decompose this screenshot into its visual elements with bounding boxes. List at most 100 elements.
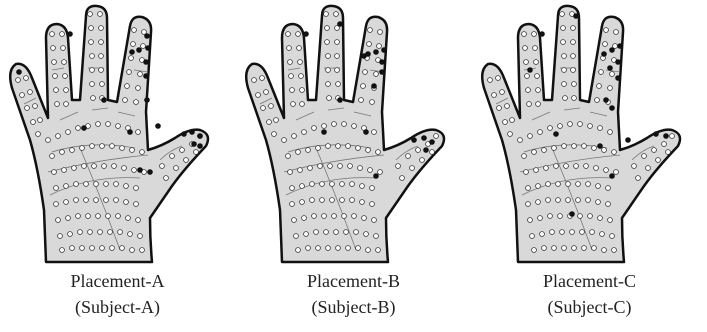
- open-dot: [606, 202, 611, 207]
- open-dot: [110, 246, 115, 251]
- open-dot: [532, 248, 537, 253]
- open-dot: [316, 146, 321, 151]
- open-dot: [50, 32, 55, 37]
- open-dot: [572, 96, 577, 101]
- open-dot: [136, 86, 141, 91]
- open-dot: [532, 32, 537, 37]
- open-dot: [335, 40, 340, 45]
- filled-dot: [663, 133, 669, 139]
- open-dot: [89, 40, 94, 45]
- open-dot: [327, 96, 332, 101]
- open-dot: [602, 248, 607, 253]
- open-dot: [503, 120, 508, 125]
- open-dot: [542, 246, 547, 251]
- open-dot: [599, 70, 604, 75]
- open-dot: [670, 134, 675, 139]
- open-dot: [86, 214, 91, 219]
- open-dot: [642, 154, 647, 159]
- open-dot: [80, 146, 85, 151]
- open-dot: [300, 88, 305, 93]
- open-dot: [64, 200, 69, 205]
- open-dot: [374, 72, 379, 77]
- open-dot: [497, 106, 502, 111]
- open-dot: [118, 230, 123, 235]
- open-dot: [368, 168, 373, 173]
- filled-dot: [573, 13, 579, 19]
- open-dot: [606, 186, 611, 191]
- open-dot: [378, 30, 383, 35]
- caption-placement-a: Placement-A: [0, 270, 235, 292]
- open-dot: [406, 154, 411, 159]
- open-dot: [138, 72, 143, 77]
- open-dot: [99, 26, 104, 31]
- open-dot: [56, 218, 61, 223]
- open-dot: [326, 246, 331, 251]
- open-dot: [612, 150, 617, 155]
- open-dot: [360, 184, 365, 189]
- open-dot: [396, 164, 401, 169]
- open-dot: [571, 54, 576, 59]
- filled-dot: [609, 173, 615, 179]
- open-dot: [652, 148, 657, 153]
- open-dot: [352, 124, 357, 129]
- open-dot: [252, 78, 257, 83]
- open-dot: [306, 246, 311, 251]
- filled-dot: [421, 135, 427, 141]
- open-dot: [518, 138, 523, 143]
- open-dot: [608, 218, 613, 223]
- filled-dot: [189, 129, 195, 135]
- open-dot: [560, 230, 565, 235]
- open-dot: [378, 170, 383, 175]
- open-dot: [348, 164, 353, 169]
- open-dot: [330, 182, 335, 187]
- open-dot: [291, 102, 296, 107]
- open-dot: [603, 42, 608, 47]
- caption-subject-a: (Subject-A): [0, 296, 235, 318]
- filled-dot: [363, 129, 369, 135]
- open-dot: [320, 182, 325, 187]
- open-dot: [132, 28, 137, 33]
- open-dot: [292, 134, 297, 139]
- open-dot: [94, 198, 99, 203]
- open-dot: [129, 56, 134, 61]
- open-dot: [90, 246, 95, 251]
- open-dot: [558, 214, 563, 219]
- open-dot: [104, 198, 109, 203]
- open-dot: [126, 216, 131, 221]
- open-dot: [287, 46, 292, 51]
- open-dot: [546, 198, 551, 203]
- open-dot: [53, 74, 58, 79]
- open-dot: [595, 98, 600, 103]
- open-dot: [492, 93, 497, 98]
- filled-dot: [101, 97, 107, 103]
- filled-dot: [597, 143, 603, 149]
- open-dot: [370, 202, 375, 207]
- open-dot: [538, 216, 543, 221]
- open-dot: [274, 118, 279, 123]
- open-dot: [316, 246, 321, 251]
- open-dot: [60, 150, 65, 155]
- open-dot: [25, 106, 30, 111]
- open-dot: [64, 88, 69, 93]
- open-dot: [90, 68, 95, 73]
- open-dot: [100, 246, 105, 251]
- open-dot: [289, 74, 294, 79]
- open-dot: [372, 218, 377, 223]
- open-dot: [54, 202, 59, 207]
- open-dot: [366, 148, 371, 153]
- open-dot: [326, 54, 331, 59]
- open-dot: [294, 234, 299, 239]
- open-dot: [88, 230, 93, 235]
- open-dot: [363, 70, 368, 75]
- open-dot: [534, 168, 539, 173]
- open-dot: [336, 246, 341, 251]
- open-dot: [106, 122, 111, 127]
- open-dot: [410, 166, 415, 171]
- open-dot: [576, 198, 581, 203]
- open-dot: [104, 182, 109, 187]
- open-dot: [608, 130, 613, 135]
- open-dot: [38, 118, 43, 123]
- open-dot: [50, 154, 55, 159]
- open-dot: [552, 146, 557, 151]
- open-dot: [535, 74, 540, 79]
